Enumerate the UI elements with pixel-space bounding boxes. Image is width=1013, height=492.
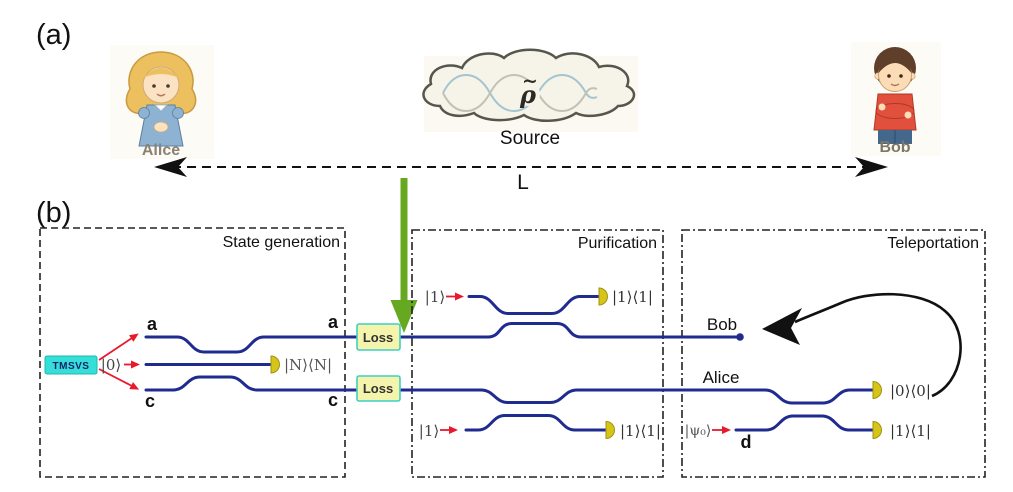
tmsvs-box [44,355,98,375]
alice-fringe [143,68,179,78]
detector-teleportation-bottom [872,420,882,440]
input-arrows [98,292,731,434]
bob-caption: Bob [879,139,910,156]
entangled-wave-2 [442,73,598,113]
vacuum-input-label: |0⟩ [101,356,121,374]
tmsvs-arrow-a [98,333,139,361]
loss-box-bottom [356,375,401,402]
teleportation-detector-top-label: |0⟩⟨0| [890,382,931,400]
tmsvs-source: TMSVS [44,355,98,375]
teleportation-box [681,229,986,478]
alice-smile [156,93,166,97]
bob-smile [890,83,900,87]
source-cloud: ρ ~ Source [422,48,638,149]
mode-d-label: d [741,432,752,452]
panel-b-label: (b) [36,197,71,229]
waveguides [144,295,874,432]
mode-c-out-label: c [328,390,338,410]
purification-detector-bottom-label: |1⟩⟨1| [620,422,661,440]
tmsvs-label: TMSVS [53,361,90,372]
bob-figure: Bob [851,42,941,156]
detector-teleportation-top [872,380,882,400]
alice-line-label: Alice [703,368,740,387]
loss-box-top [356,323,401,351]
teleportation-title: Teleportation [887,235,979,252]
panel-a-label: (a) [36,19,71,51]
detectors [270,287,882,440]
alice-collar [154,104,168,112]
feed-forward-arrow [762,292,962,398]
mode-a-out-label: a [328,312,339,332]
loss-label-top: Loss [363,330,393,345]
channel-loss-arrow [390,178,418,333]
waveguide-mode-d [734,414,874,432]
state-generation-box [39,227,346,478]
bob-hand-right [904,111,912,119]
alice-figure: Alice [110,45,214,159]
feed-forward-arc [794,292,962,398]
alice-sleeve-right [172,107,184,119]
purification-detector-top-label: |1⟩⟨1| [612,288,653,306]
arrowhead-left [154,157,187,177]
feed-forward-arrowhead [762,308,802,345]
bob-line-label: Bob [707,315,737,334]
bob-eye-left [887,74,891,78]
rho-halo [516,82,540,106]
waveguide-purification-ancilla-top [467,295,600,315]
loss-label-bottom: Loss [363,381,393,396]
alice-face [142,66,180,104]
tmsvs-arrow-c [98,368,140,390]
photon-number-detector-label: |N⟩⟨N| [284,356,332,374]
bob-eye-right [899,74,903,78]
ancilla-top-label: |1⟩ [425,288,445,306]
bob-fringe [878,54,912,73]
mode-a-in-label: a [147,314,158,334]
teleportation-detector-bottom-label: |1⟩⟨1| [890,422,931,440]
detector-purification-top [598,287,608,306]
detector-photon-number [270,355,280,374]
alice-hands [153,121,169,133]
waveguide-mode-c [144,375,874,405]
mode-c-in-label: c [145,391,155,411]
bob-crossed-arms [875,103,915,119]
distance-label: L [517,171,529,194]
waveguide-purification-ancilla-bottom [464,414,607,432]
waveguide-mode-a [144,322,739,354]
loss-elements [356,323,401,402]
input-state-label: |ψ₀⟩ [685,423,712,439]
alice-sleeve-left [138,107,150,119]
purification-box [411,229,664,478]
source-caption: Source [500,128,560,149]
entangled-wave-1 [442,73,598,113]
bob-hand-left [878,103,886,111]
purification-title: Purification [578,235,657,252]
distance-arrow: L [154,157,888,194]
rho-symbol: ρ [519,80,537,109]
alice-eye-left [152,84,156,88]
rho-tilde: ~ [522,70,538,92]
arrowhead-right [855,157,888,177]
alice-eye-right [166,84,170,88]
ancilla-bottom-label: |1⟩ [419,422,439,440]
alice-caption: Alice [142,142,180,159]
state-generation-title: State generation [223,234,340,251]
detector-purification-bottom [605,420,615,440]
bob-line-terminal-dot [736,333,744,341]
